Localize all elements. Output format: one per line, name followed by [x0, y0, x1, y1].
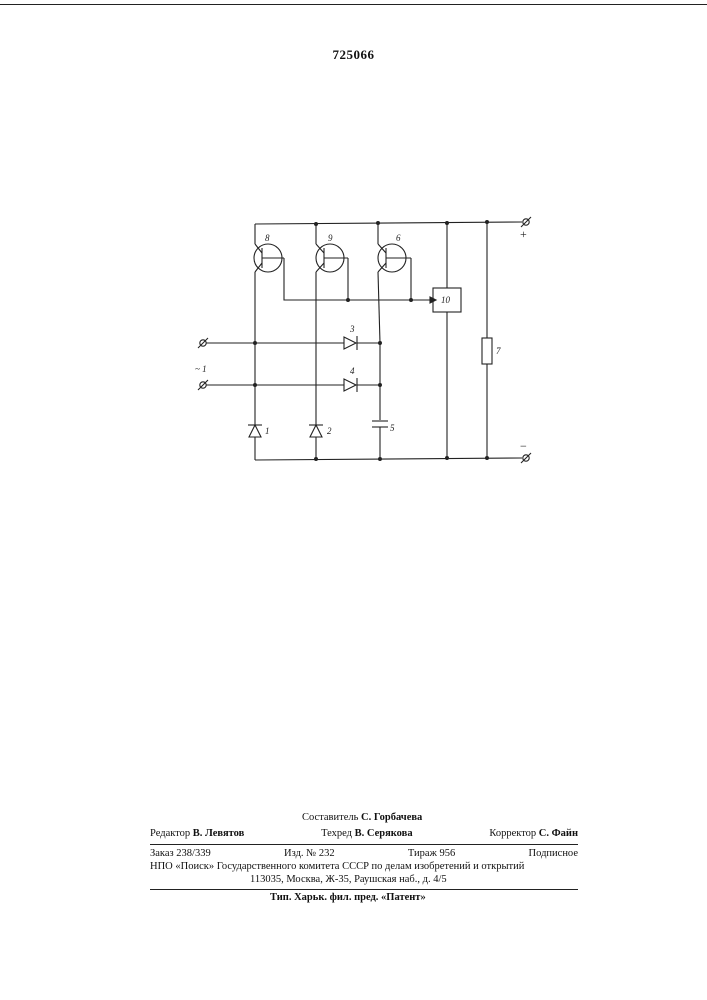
label-resistor-7: 7 [496, 346, 501, 356]
org-line: НПО «Поиск» Государственного комитета СС… [150, 861, 524, 872]
diode-4 [344, 378, 380, 392]
label-minus: − [520, 439, 527, 453]
transistor-9 [316, 224, 348, 425]
printer-line: Тип. Харьк. фил. пред. «Патент» [270, 892, 426, 903]
imprint-rule-2 [150, 889, 578, 890]
label-block-10: 10 [441, 295, 451, 305]
positive-rail [255, 222, 522, 224]
order-line: Заказ 238/339 Изд. № 232 Тираж 956 Подпи… [150, 848, 578, 859]
negative-rail [255, 458, 522, 460]
diode-3 [344, 336, 380, 350]
label-diode-3: 3 [349, 324, 355, 334]
address-line: 113035, Москва, Ж-35, Раушская наб., д. … [250, 874, 447, 885]
label-transistor-6: 6 [396, 233, 401, 243]
label-diode-2: 2 [327, 426, 332, 436]
label-transistor-8: 8 [265, 233, 270, 243]
corrector: Корректор С. Файн [489, 828, 578, 839]
transistor-6 [378, 223, 411, 343]
label-capacitor-5: 5 [390, 423, 395, 433]
label-diode-1: 1 [265, 426, 270, 436]
transistor-8 [254, 224, 284, 425]
techred: Техред В. Серякова [321, 828, 413, 839]
diode-1 [248, 425, 262, 460]
label-transistor-9: 9 [328, 233, 333, 243]
staff-line: Редактор В. Левятов Техред В. Серякова К… [150, 828, 578, 839]
compiler-line: Составитель С. Горбачева [302, 812, 422, 823]
editor: Редактор В. Левятов [150, 828, 244, 839]
resistor-7 [482, 338, 492, 364]
label-plus: + [520, 227, 527, 241]
diode-2 [309, 425, 323, 459]
label-ac-input: ~ 1 [195, 364, 207, 374]
imprint-rule-1 [150, 844, 578, 845]
label-diode-4: 4 [350, 366, 355, 376]
capacitor-5 [372, 421, 388, 459]
